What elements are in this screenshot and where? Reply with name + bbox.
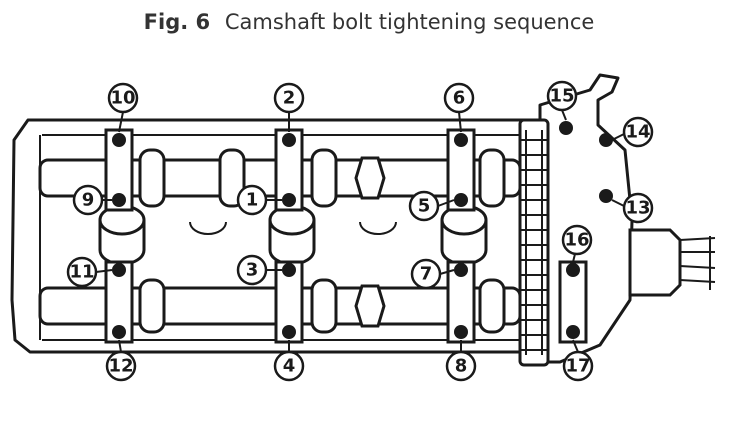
- distributor: [628, 228, 716, 297]
- callout-label: 17: [565, 356, 590, 377]
- bolt-icon: [454, 325, 468, 339]
- callout-1: 1: [236, 184, 268, 216]
- bolt-icon: [454, 133, 468, 147]
- bolt-icon: [282, 133, 296, 147]
- bolt-icon: [599, 133, 613, 147]
- callout-label: 11: [69, 262, 94, 283]
- timing-chain: [518, 118, 550, 367]
- callout-13: 13: [622, 192, 654, 224]
- callout-9: 9: [72, 184, 104, 216]
- figure-title: Camshaft bolt tightening sequence: [224, 10, 595, 34]
- bolt-icon: [112, 193, 126, 207]
- bolt-icon: [112, 325, 126, 339]
- callout-10: 10: [107, 82, 139, 114]
- callout-label: 8: [455, 356, 468, 377]
- bolt-icon: [282, 193, 296, 207]
- bolt-icon: [454, 263, 468, 277]
- callout-label: 16: [564, 230, 589, 251]
- callout-17: 17: [562, 350, 594, 382]
- bolt-icon: [282, 263, 296, 277]
- callout-label: 3: [246, 260, 259, 281]
- callout-6: 6: [443, 82, 475, 114]
- callout-11: 11: [66, 256, 98, 288]
- callout-label: 6: [453, 88, 466, 109]
- bolt-icon: [112, 133, 126, 147]
- callout-15: 15: [546, 80, 578, 112]
- figure-caption: Fig. 6 Camshaft bolt tightening sequence: [0, 10, 738, 34]
- bolt-icon: [454, 193, 468, 207]
- callout-label: 13: [625, 198, 650, 219]
- bolt-icon: [559, 121, 573, 135]
- callout-label: 5: [418, 196, 431, 217]
- bolts: [112, 121, 613, 339]
- callout-3: 3: [236, 254, 268, 286]
- bolt-icon: [112, 263, 126, 277]
- callout-14: 14: [622, 116, 654, 148]
- callout-8: 8: [445, 350, 477, 382]
- callout-12: 12: [105, 350, 137, 382]
- callout-7: 7: [410, 258, 442, 290]
- callout-label: 2: [283, 88, 296, 109]
- callout-label: 10: [110, 88, 135, 109]
- callout-label: 9: [82, 190, 95, 211]
- bolt-icon: [566, 263, 580, 277]
- bolt-icon: [282, 325, 296, 339]
- callout-label: 15: [549, 86, 574, 107]
- callout-label: 4: [283, 356, 296, 377]
- callout-5: 5: [408, 190, 440, 222]
- callout-16: 16: [561, 224, 593, 256]
- callout-2: 2: [273, 82, 305, 114]
- callout-label: 7: [420, 264, 433, 285]
- bolt-icon: [566, 325, 580, 339]
- callout-label: 1: [246, 190, 259, 211]
- figure-label: Fig. 6: [143, 10, 211, 34]
- leader-lines: [95, 109, 625, 353]
- bolt-icon: [599, 189, 613, 203]
- callout-4: 4: [273, 350, 305, 382]
- callout-label: 12: [108, 356, 133, 377]
- callout-label: 14: [625, 122, 650, 143]
